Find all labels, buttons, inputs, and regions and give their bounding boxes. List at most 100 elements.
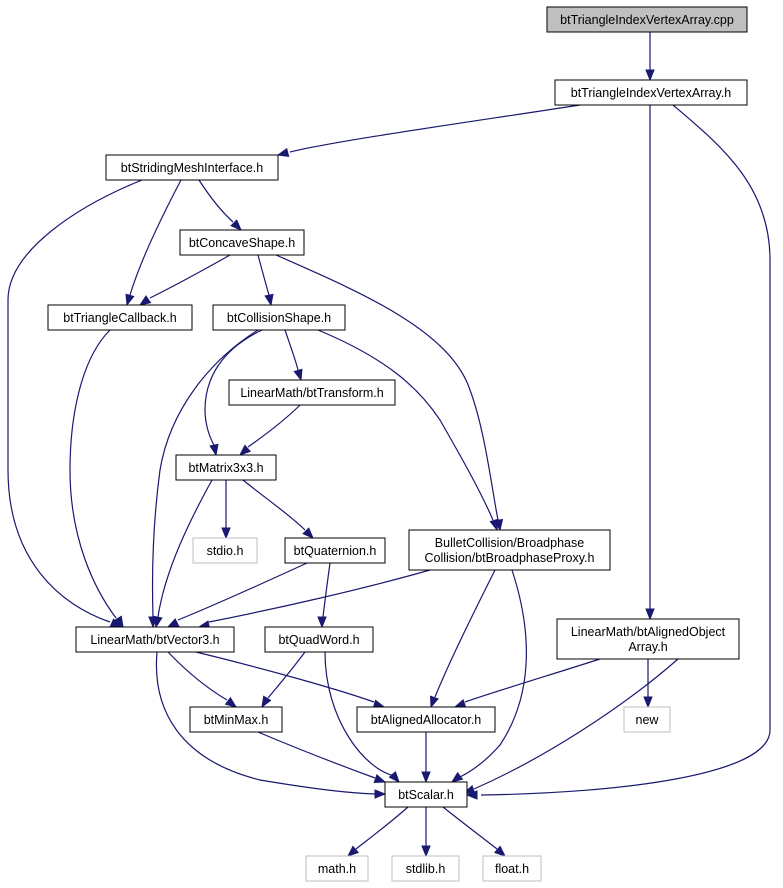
- edge-line: [317, 329, 494, 521]
- edge-line: [129, 179, 182, 296]
- node-box: [284, 537, 386, 564]
- arrowhead: [421, 845, 431, 858]
- node-box: [75, 626, 235, 653]
- edge-quadword-to-minmax: [261, 651, 306, 709]
- edge-aoa-to-new: [643, 659, 653, 709]
- arrowhead: [453, 699, 467, 709]
- node-label: btMatrix3x3.h: [188, 461, 263, 475]
- node-label: btQuaternion.h: [294, 544, 377, 558]
- edge-line: [324, 651, 396, 777]
- node-box: [175, 454, 277, 481]
- edges: [7, 32, 771, 858]
- edge-bproxy-to-scalar: [450, 569, 527, 783]
- node-new: new: [623, 706, 671, 733]
- node-box: [179, 229, 305, 256]
- node-vector[interactable]: LinearMath/btVector3.h: [75, 626, 235, 653]
- node-quat[interactable]: btQuaternion.h: [284, 537, 386, 564]
- edge-alloc-to-scalar: [421, 732, 431, 784]
- arrowhead: [317, 616, 327, 629]
- node-label: LinearMath/btAlignedObject: [571, 625, 726, 639]
- arrowhead: [293, 368, 303, 382]
- edge-aoa-to-alloc: [453, 658, 601, 709]
- edge-line: [473, 658, 679, 790]
- node-box: [482, 855, 542, 882]
- edge-vector-to-scalar: [155, 651, 387, 799]
- arrowhead: [429, 695, 439, 709]
- node-smi[interactable]: btStridingMeshInterface.h: [105, 154, 279, 181]
- node-box: [384, 781, 468, 808]
- node-bproxy[interactable]: BulletCollision/BroadphaseCollision/btBr…: [408, 529, 611, 571]
- arrowhead: [276, 147, 290, 158]
- node-collshape[interactable]: btCollisionShape.h: [212, 304, 346, 331]
- edge-line: [247, 404, 301, 448]
- arrowhead: [113, 615, 124, 629]
- edge-line: [149, 254, 231, 299]
- edge-line: [442, 806, 498, 850]
- arrowhead: [209, 443, 219, 457]
- edge-tivah-to-scalar: [465, 104, 771, 800]
- arrowhead: [388, 770, 400, 784]
- edge-line: [434, 569, 496, 698]
- edge-line: [459, 569, 527, 778]
- node-concave[interactable]: btConcaveShape.h: [179, 229, 305, 256]
- node-label: btConcaveShape.h: [189, 236, 295, 250]
- arrowhead: [125, 293, 135, 307]
- edge-quat-to-vector: [166, 562, 308, 628]
- edge-line: [257, 731, 376, 779]
- arrowhead: [489, 518, 499, 532]
- node-label: LinearMath/btTransform.h: [240, 386, 383, 400]
- node-box: [105, 154, 279, 181]
- node-label: btQuadWord.h: [278, 633, 359, 647]
- edge-line: [284, 329, 299, 371]
- arrowhead: [302, 527, 314, 539]
- node-tivah[interactable]: btTriangleIndexVertexArray.h: [554, 79, 748, 106]
- node-label: btTriangleIndexVertexArray.h: [571, 86, 732, 100]
- node-tricb[interactable]: btTriangleCallback.h: [47, 304, 193, 331]
- node-box: [189, 706, 283, 733]
- arrowhead: [230, 219, 242, 231]
- edge-cpp-to-tivah: [645, 32, 655, 82]
- edge-line: [167, 651, 228, 701]
- edge-bproxy-to-alloc: [429, 569, 496, 709]
- arrowhead: [374, 789, 387, 799]
- edge-bproxy-to-vector: [197, 569, 431, 630]
- edge-collshape-to-bproxy: [317, 329, 499, 532]
- edge-line: [7, 179, 143, 623]
- node-transform[interactable]: LinearMath/btTransform.h: [228, 379, 396, 406]
- arrowhead: [138, 295, 152, 306]
- arrowhead: [645, 608, 655, 621]
- node-label: float.h: [495, 862, 529, 876]
- node-quadword[interactable]: btQuadWord.h: [264, 626, 374, 653]
- edge-tricb-to-vector: [69, 329, 124, 629]
- node-box: [391, 855, 460, 882]
- node-stdio: stdio.h: [192, 537, 258, 564]
- arrowhead: [261, 695, 272, 709]
- edge-matrix-to-vector: [153, 479, 213, 629]
- edge-line: [242, 479, 306, 531]
- edge-line: [195, 651, 375, 703]
- node-alloc[interactable]: btAlignedAllocator.h: [356, 706, 496, 733]
- node-minmax[interactable]: btMinMax.h: [189, 706, 283, 733]
- edge-line: [480, 104, 771, 796]
- edge-vector-to-minmax: [167, 651, 238, 708]
- node-label: new: [636, 713, 660, 727]
- node-box: [192, 537, 258, 564]
- node-scalar[interactable]: btScalar.h: [384, 781, 468, 808]
- edge-line: [322, 562, 331, 618]
- edge-tivah-to-smi: [276, 104, 581, 158]
- node-cpp[interactable]: btTriangleIndexVertexArray.cpp: [546, 6, 748, 33]
- node-label: btTriangleCallback.h: [63, 311, 177, 325]
- edge-smi-to-vector: [7, 179, 143, 628]
- arrowhead: [645, 69, 655, 82]
- edge-smi-to-tricb: [125, 179, 182, 307]
- arrowhead: [166, 618, 180, 628]
- node-label: Array.h: [628, 640, 667, 654]
- node-matrix[interactable]: btMatrix3x3.h: [175, 454, 277, 481]
- edge-minmax-to-scalar: [257, 731, 387, 784]
- edge-concave-to-tricb: [138, 254, 231, 306]
- node-label: BulletCollision/Broadphase: [435, 536, 584, 550]
- arrowhead: [224, 696, 238, 708]
- node-label: math.h: [318, 862, 356, 876]
- node-label: stdio.h: [207, 544, 244, 558]
